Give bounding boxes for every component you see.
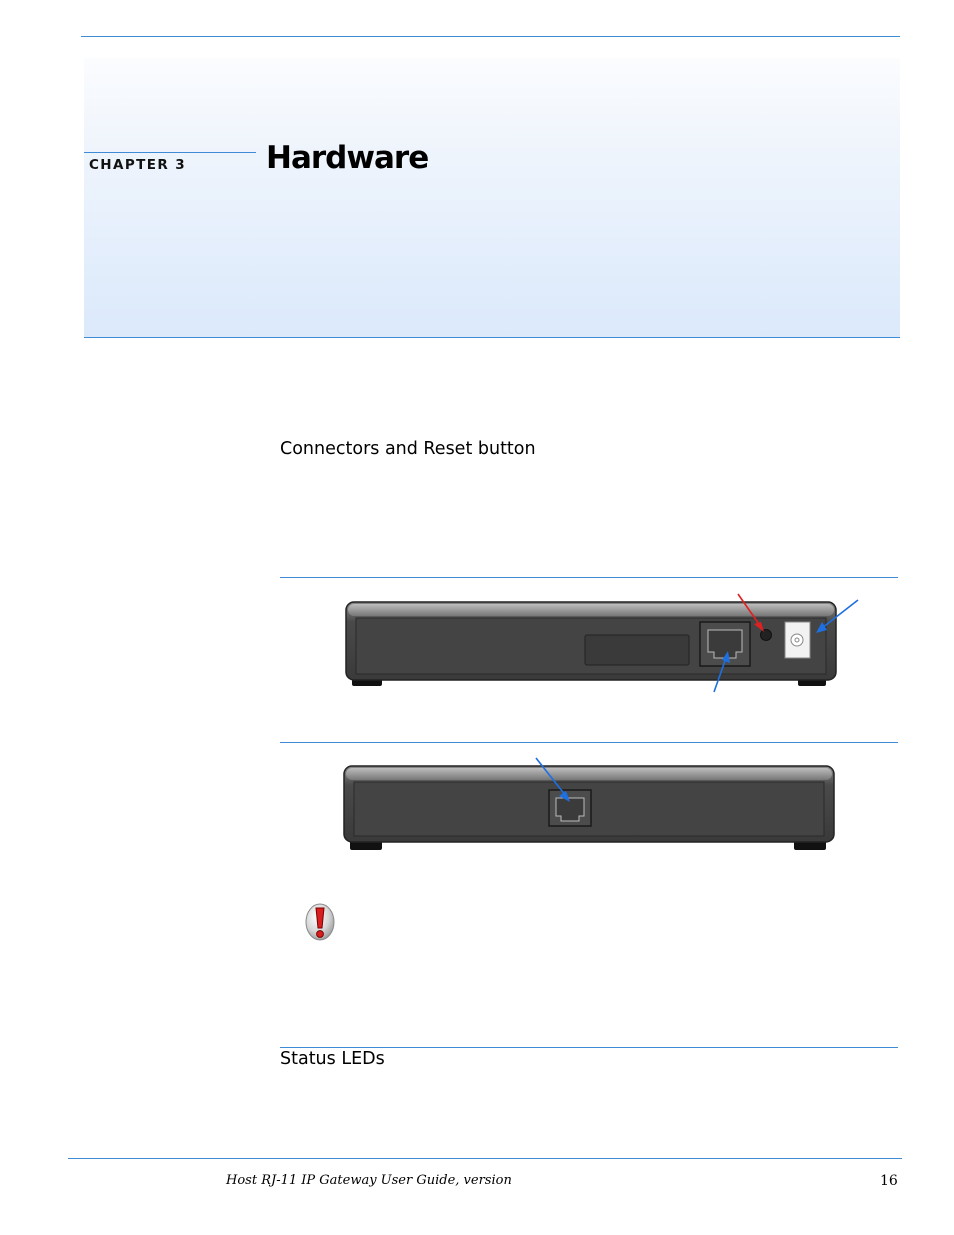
top-rule — [81, 36, 900, 37]
chapter-label: CHAPTER 3 — [89, 157, 187, 173]
section-rule-status — [280, 1047, 898, 1048]
footer-rule — [68, 1158, 902, 1159]
section-heading-connectors: Connectors and Reset button — [280, 439, 536, 459]
chapter-title: Hardware — [266, 140, 429, 176]
figure-rule-back — [280, 577, 898, 578]
warning-exclamation-icon — [305, 903, 335, 941]
page-number: 16 — [880, 1173, 898, 1189]
figure-rule-front — [280, 742, 898, 743]
chapter-banner — [84, 58, 900, 338]
chapter-label-rule — [84, 152, 256, 153]
section-heading-status-leds: Status LEDs — [280, 1049, 385, 1069]
device-front-panel-image — [343, 757, 835, 850]
footer-document-title: Host RJ-11 IP Gateway User Guide, versio… — [226, 1173, 512, 1188]
device-back-panel-image — [345, 593, 859, 693]
